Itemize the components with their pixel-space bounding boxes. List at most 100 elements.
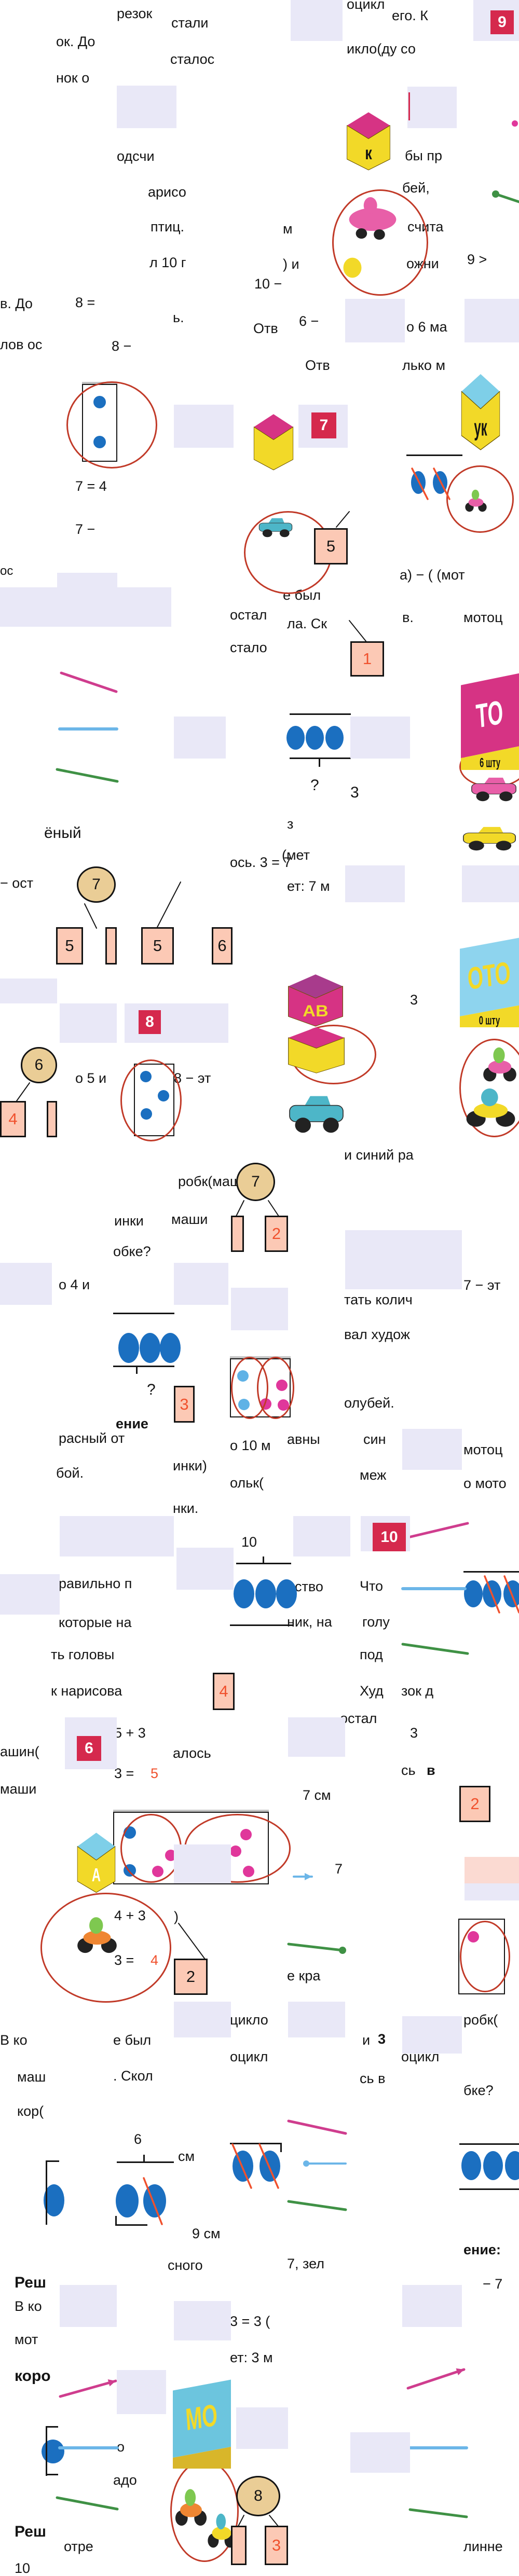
toy-motorcycle	[77, 1917, 117, 1953]
rule-line	[236, 1563, 291, 1564]
text-fragment: его. К	[392, 8, 429, 23]
toy-block	[253, 414, 294, 471]
text-fragment: вал худож	[344, 1327, 410, 1342]
blank-placeholder	[236, 2407, 288, 2449]
blank-placeholder	[465, 1857, 519, 1883]
rule-line	[230, 1624, 294, 1626]
blue-dot	[505, 2151, 519, 2180]
text-fragment: бы пр	[405, 148, 443, 163]
blue-dot	[143, 2184, 166, 2217]
blue-dot	[234, 1579, 254, 1608]
answer-box	[47, 1101, 57, 1137]
box-shadow	[230, 1356, 291, 1359]
red-oval	[257, 1357, 294, 1419]
rule-line	[143, 2155, 145, 2162]
text-fragment: син	[363, 1431, 386, 1447]
blank-placeholder	[402, 2285, 462, 2327]
rule-line	[113, 1366, 174, 1367]
answer-box: 5	[314, 528, 348, 564]
text-fragment: ок. До	[56, 34, 95, 49]
text-fragment: 3	[350, 784, 359, 801]
toy-car	[289, 1096, 344, 1133]
connector-line	[349, 620, 367, 642]
rule-line	[459, 2188, 519, 2190]
text-fragment: инки)	[173, 1458, 207, 1473]
rule-line	[290, 713, 351, 715]
text-fragment: сь	[401, 1762, 416, 1778]
text-fragment: (мет	[282, 847, 310, 863]
text-fragment: под	[360, 1647, 383, 1662]
blank-placeholder	[0, 1263, 52, 1305]
text-fragment: 8 − эт	[174, 1070, 211, 1086]
answer-box	[105, 927, 117, 965]
blank-placeholder	[174, 717, 226, 759]
text-fragment: остал	[340, 1711, 377, 1726]
text-fragment: в. До	[0, 296, 33, 311]
text-fragment: оцикл	[347, 0, 385, 12]
text-fragment: − ост	[0, 875, 34, 891]
text-fragment: мотоц	[463, 610, 503, 625]
blue-dot	[325, 726, 344, 750]
text-fragment: 5 + 3	[114, 1725, 146, 1741]
rule-line	[459, 2143, 519, 2145]
svg-text:АВ: АВ	[303, 1002, 328, 1020]
blue-dot	[160, 1333, 181, 1363]
blank-placeholder	[345, 865, 405, 902]
question-mark: ?	[147, 1381, 156, 1398]
text-fragment: ть головы	[51, 1647, 115, 1662]
text-fragment: остал	[230, 607, 267, 623]
text-fragment: о мото	[463, 1476, 507, 1491]
segment-green	[408, 2508, 468, 2518]
text-fragment: маши	[0, 1781, 37, 1797]
rule-line	[319, 759, 320, 767]
text-fragment: одсчи	[117, 148, 155, 164]
toy-block: к	[347, 112, 390, 171]
answer-box: 3	[265, 2526, 288, 2565]
blank-placeholder	[288, 2002, 345, 2037]
text-fragment: . Скол	[113, 2068, 153, 2084]
text-fragment: ение:	[463, 2242, 501, 2257]
text-fragment: ольк(	[230, 1475, 264, 1491]
text-fragment: см	[178, 2148, 195, 2164]
red-oval	[40, 1893, 171, 2003]
toy-block: АВ	[288, 974, 344, 1027]
blank-placeholder	[293, 1516, 350, 1556]
text-fragment: ла. Ск	[287, 616, 327, 631]
answer-box	[231, 1216, 244, 1252]
text-fragment: ник, на	[287, 1614, 332, 1630]
blue-dot	[233, 2151, 253, 2182]
bracket	[46, 2160, 47, 2225]
blue-dot	[260, 2151, 280, 2182]
text-fragment: е кра	[287, 1968, 321, 1983]
svg-text:0 шту: 0 шту	[479, 1015, 500, 1027]
text-fragment: нок о	[56, 70, 90, 86]
text-fragment: тать колич	[344, 1292, 413, 1307]
text-fragment: адо	[113, 2472, 137, 2488]
toy-motorcycle	[465, 489, 487, 512]
text-fragment: 10 −	[254, 276, 282, 292]
arrow-pink	[59, 2379, 117, 2398]
rule-line	[230, 2143, 282, 2144]
answer-box: 3	[174, 1386, 195, 1423]
answer-digit: 5	[151, 1766, 159, 1781]
rule-line	[290, 757, 351, 759]
segment-pink	[407, 1522, 469, 1539]
text-fragment: ось. 3 = 7	[230, 855, 292, 870]
text-fragment: 3 = 3 (	[230, 2313, 270, 2329]
blank-placeholder	[465, 299, 519, 342]
answer-box	[231, 2526, 247, 2565]
text-fragment: икло(ду со	[347, 41, 416, 57]
blank-placeholder	[174, 1263, 228, 1305]
text-fragment: которые на	[59, 1615, 132, 1630]
text-fragment: авны	[287, 1431, 320, 1447]
text-fragment: коро	[15, 2367, 51, 2385]
text-fragment: 10	[241, 1534, 257, 1550]
strike-slash	[258, 2143, 279, 2189]
blank-placeholder	[402, 2016, 462, 2054]
connector-line	[236, 1200, 244, 1217]
toy-block: А	[77, 1833, 116, 1893]
blank-placeholder	[350, 717, 410, 759]
segment-blue	[58, 727, 118, 731]
number-circle: 8	[236, 2476, 280, 2516]
